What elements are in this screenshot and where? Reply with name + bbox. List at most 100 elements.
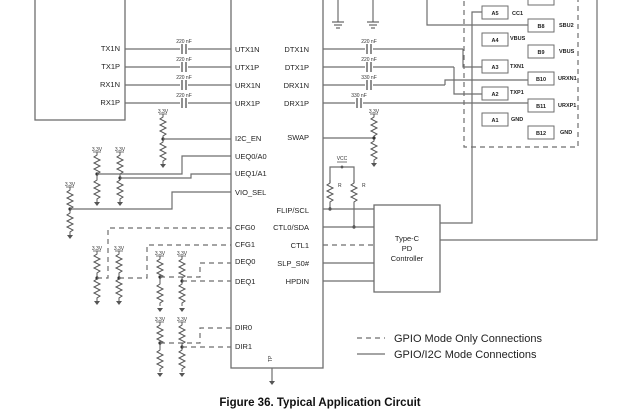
swap-divider: 3.3V: [323, 109, 380, 167]
cap-label: 220 nF: [361, 57, 377, 63]
pin-urx1n: URX1N: [235, 81, 260, 90]
supply-label: 3.3V: [92, 246, 103, 252]
pin-dtx1n: DTX1N: [284, 45, 309, 54]
legend-dashed-label: GPIO Mode Only Connections: [394, 333, 542, 345]
resistor-label: R: [362, 183, 366, 189]
resistor-label: R: [338, 183, 342, 189]
pin-drx1p: DRX1P: [284, 99, 309, 108]
pin-cfg0: CFG0: [235, 223, 255, 232]
cfg-dividers: 3.3V 3.3V: [92, 227, 231, 305]
downstream-lanes: [323, 0, 598, 241]
ground-icon: [94, 202, 100, 206]
figure-caption: Figure 36. Typical Application Circuit: [219, 397, 420, 409]
supply-label: 3.3V: [177, 251, 188, 257]
pd-controller-box: [373, 204, 441, 293]
supply-label: 3.3V: [65, 182, 76, 188]
resistor-icon: [156, 280, 164, 307]
pin-vio-sel: VIO_SEL: [235, 188, 266, 197]
resistor-icon: [370, 113, 378, 140]
ground-icon: [179, 373, 185, 377]
pin-a1: A1: [491, 118, 498, 124]
signal-cc1: CC1: [512, 11, 523, 17]
pin-deq0: DEQ0: [235, 257, 255, 266]
signal-vbus-b: VBUS: [559, 49, 575, 55]
cap-label: 330 nF: [361, 75, 377, 81]
ground-icon: [179, 308, 185, 312]
pd-controller-label-1: Type-C: [395, 234, 420, 243]
pin-a3: A3: [491, 65, 498, 71]
ground-icon: [366, 21, 380, 29]
pin-ctl1: CTL1: [291, 241, 309, 250]
pin-ueq0: UEQ0/A0: [235, 152, 267, 161]
cap-label: 220 nF: [176, 75, 192, 81]
ground-icon: [157, 308, 163, 312]
pin-ctl0-sda: CTL0/SDA: [273, 223, 309, 232]
resistor-icon: [326, 179, 334, 206]
cap-label: 220 nF: [176, 57, 192, 63]
ueq-dividers: 3.3V 3.3V: [92, 147, 231, 206]
ground-icon: [269, 381, 275, 385]
pin-b9: B9: [537, 50, 544, 56]
resistor-icon: [66, 209, 74, 236]
redriver-ic-box: [230, 0, 324, 369]
pin-tp: TP: [268, 355, 274, 362]
pin-flip-scl: FLIP/SCL: [276, 206, 309, 215]
cap-label: 220 nF: [361, 39, 377, 45]
dir-dividers: 3.3V 3.3V: [155, 317, 231, 377]
pin-utx1p: UTX1P: [235, 63, 259, 72]
host-pin-rx1n: RX1N: [100, 80, 120, 89]
signal-sbu2: SBU2: [559, 23, 574, 29]
deq-dividers: 3.3V 3.3V: [155, 251, 231, 312]
ground-icon: [160, 164, 166, 168]
pin-a4: A4: [491, 38, 499, 44]
tp-ground: [269, 368, 275, 385]
usb-c-connector-outline: [463, 0, 579, 148]
legend-solid-label: GPIO/I2C Mode Connections: [394, 349, 537, 361]
pin-a5: A5: [491, 11, 498, 17]
supply-label: 3.3V: [92, 147, 103, 153]
supply-label: 3.3V: [158, 109, 169, 115]
vio-sel-divider: 3.3V: [65, 182, 231, 239]
resistor-icon: [115, 275, 123, 302]
host-device-box: [34, 0, 126, 121]
pin-utx1n: UTX1N: [235, 45, 260, 54]
resistor-icon: [159, 113, 167, 140]
signal-urxp1: URXP1: [558, 103, 576, 109]
ground-icon: [117, 202, 123, 206]
pin-b10: B10: [536, 77, 546, 83]
ground-icon: [371, 163, 377, 167]
host-pin-tx1n: TX1N: [101, 44, 120, 53]
pin-dir0: DIR0: [235, 323, 252, 332]
resistor-icon: [178, 280, 186, 307]
resistor-icon: [93, 275, 101, 302]
signal-vbus: VBUS: [510, 36, 526, 42]
cap-label: 330 nF: [351, 93, 367, 99]
resistor-icon: [93, 250, 101, 277]
supply-label: 3.3V: [155, 251, 166, 257]
signal-txn1: TXN1: [510, 64, 524, 70]
ground-icon: [116, 301, 122, 305]
resistor-icon: [116, 151, 124, 178]
signal-txp1: TXP1: [510, 90, 524, 96]
pin-deq1: DEQ1: [235, 277, 255, 286]
pin-b11: B11: [536, 104, 546, 110]
pin-b8: B8: [537, 24, 544, 30]
ground-icon: [94, 301, 100, 305]
ground-icon: [157, 373, 163, 377]
pd-controller-label-2: PD: [402, 244, 413, 253]
supply-label: 3.3V: [115, 147, 126, 153]
connector-a-pins: [481, 5, 509, 127]
resistor-icon: [350, 179, 358, 206]
host-pin-tx1p: TX1P: [101, 62, 120, 71]
pin-dir1: DIR1: [235, 342, 252, 351]
cap-label: 220 nF: [176, 39, 192, 45]
resistor-icon: [370, 137, 378, 164]
connector-b-pins: [527, 0, 555, 140]
pin-a2: A2: [491, 92, 498, 98]
upstream-lanes: [125, 42, 231, 110]
pin-drx1n: DRX1N: [284, 81, 309, 90]
signal-gnd-b: GND: [560, 130, 572, 136]
pin-dtx1p: DTX1P: [285, 63, 309, 72]
pin-urx1p: URX1P: [235, 99, 260, 108]
